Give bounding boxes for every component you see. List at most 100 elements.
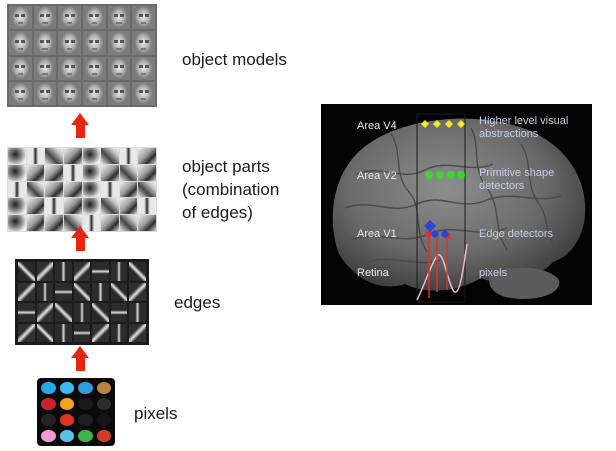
pixel-dot xyxy=(96,382,111,394)
object-parts-image xyxy=(7,147,157,232)
edge-filter-tile xyxy=(18,303,35,322)
area-v1-label: Area V1 xyxy=(357,228,397,240)
part-tile xyxy=(26,198,45,215)
part-tile xyxy=(101,148,119,164)
part-tile xyxy=(101,215,119,231)
edge-filter-tile xyxy=(55,282,72,301)
v1-dot-1 xyxy=(424,220,436,232)
retina-description: pixels xyxy=(479,267,508,279)
edge-filter-tile xyxy=(73,303,91,322)
part-tile xyxy=(119,198,138,215)
edge-filter-tile xyxy=(92,303,109,322)
pixel-dot xyxy=(41,430,56,442)
v4-dot xyxy=(433,120,441,128)
part-tile xyxy=(8,198,26,215)
part-tile xyxy=(138,148,156,164)
part-tile xyxy=(119,148,138,164)
face-tile xyxy=(33,81,57,105)
pixel-dot xyxy=(78,382,93,394)
area-v2-description-line-2: detectors xyxy=(479,180,525,192)
area-v1-dots xyxy=(424,220,449,238)
face-tile xyxy=(107,6,131,30)
area-v4-label: Area V4 xyxy=(357,120,397,132)
edge-filter-tile xyxy=(18,262,35,281)
v4-dot xyxy=(457,120,465,128)
edge-filter-tile xyxy=(129,262,146,281)
edge-filter-tile xyxy=(129,323,146,342)
v2-dot xyxy=(425,171,433,179)
cortex-column-box xyxy=(416,113,466,303)
face-tile xyxy=(107,56,131,80)
part-tile xyxy=(8,215,26,231)
face-tile xyxy=(107,81,131,105)
face-tile xyxy=(33,6,57,30)
part-tile xyxy=(26,164,45,181)
part-tile xyxy=(82,164,101,181)
pixel-dot xyxy=(59,414,74,426)
pixel-dot xyxy=(59,382,74,394)
face-tile xyxy=(132,31,155,55)
pixel-dot xyxy=(78,414,93,426)
part-tile xyxy=(45,181,63,198)
v2-dot xyxy=(457,171,465,179)
up-arrow-parts-to-models xyxy=(71,113,90,138)
pixel-dot xyxy=(78,398,93,410)
edge-filter-tile xyxy=(92,323,109,342)
part-tile xyxy=(63,198,82,215)
part-tile xyxy=(26,215,45,231)
face-tile xyxy=(132,6,155,30)
part-tile xyxy=(138,164,156,181)
object-parts-label-line-2: (combination xyxy=(182,180,280,199)
edge-filter-tile xyxy=(36,323,54,342)
edge-filter-tile xyxy=(55,323,72,342)
up-arrow-pixels-to-edges xyxy=(71,346,90,371)
edge-filter-tile xyxy=(36,303,54,322)
v2-dot xyxy=(436,171,444,179)
face-tile xyxy=(9,6,32,30)
part-tile xyxy=(138,198,156,215)
area-v4-description-line-2: abstractions xyxy=(479,128,539,140)
face-tile xyxy=(132,56,155,80)
area-v2-label: Area V2 xyxy=(357,170,397,182)
face-tile xyxy=(9,81,32,105)
v4-dot xyxy=(445,120,453,128)
part-tile xyxy=(119,215,138,231)
part-tile xyxy=(82,181,101,198)
area-v4-dots xyxy=(421,120,465,128)
edge-filter-tile xyxy=(92,282,109,301)
up-arrow-edges-to-parts xyxy=(71,226,90,251)
edge-filter-tile xyxy=(36,262,54,281)
object-parts-label-line-1: object parts xyxy=(182,157,270,176)
red-dot-1 xyxy=(425,230,433,238)
part-tile xyxy=(8,181,26,198)
v1-dot-3 xyxy=(441,230,449,238)
part-tile xyxy=(101,181,119,198)
part-tile xyxy=(8,148,26,164)
part-tile xyxy=(45,215,63,231)
pixel-dot xyxy=(78,430,93,442)
area-v2-description-line-1: Primitive shape xyxy=(479,167,555,179)
edge-filter-tile xyxy=(110,323,128,342)
pixels-image xyxy=(37,378,115,446)
edge-filter-tile xyxy=(73,323,91,342)
pixel-dot xyxy=(96,414,111,426)
edge-filter-tile xyxy=(110,262,128,281)
pixel-dot xyxy=(41,398,56,410)
part-tile xyxy=(119,181,138,198)
part-tile xyxy=(82,148,101,164)
face-tile xyxy=(33,56,57,80)
area-v1-description: Edge detectors xyxy=(479,228,553,240)
edge-filter-tile xyxy=(110,282,128,301)
object-models-image xyxy=(7,4,157,107)
pixel-dot xyxy=(96,398,111,410)
edge-filter-tile xyxy=(18,323,35,342)
edge-filter-tile xyxy=(129,282,146,301)
face-tile xyxy=(82,6,106,30)
brain-illustration xyxy=(332,113,586,303)
visual-cortex-panel: Area V4 Higher level visual abstractions… xyxy=(321,104,592,305)
part-tile xyxy=(82,198,101,215)
v1-signal-lines xyxy=(428,236,448,298)
part-tile xyxy=(101,164,119,181)
edge-filter-tile xyxy=(110,303,128,322)
face-tile xyxy=(82,56,106,80)
